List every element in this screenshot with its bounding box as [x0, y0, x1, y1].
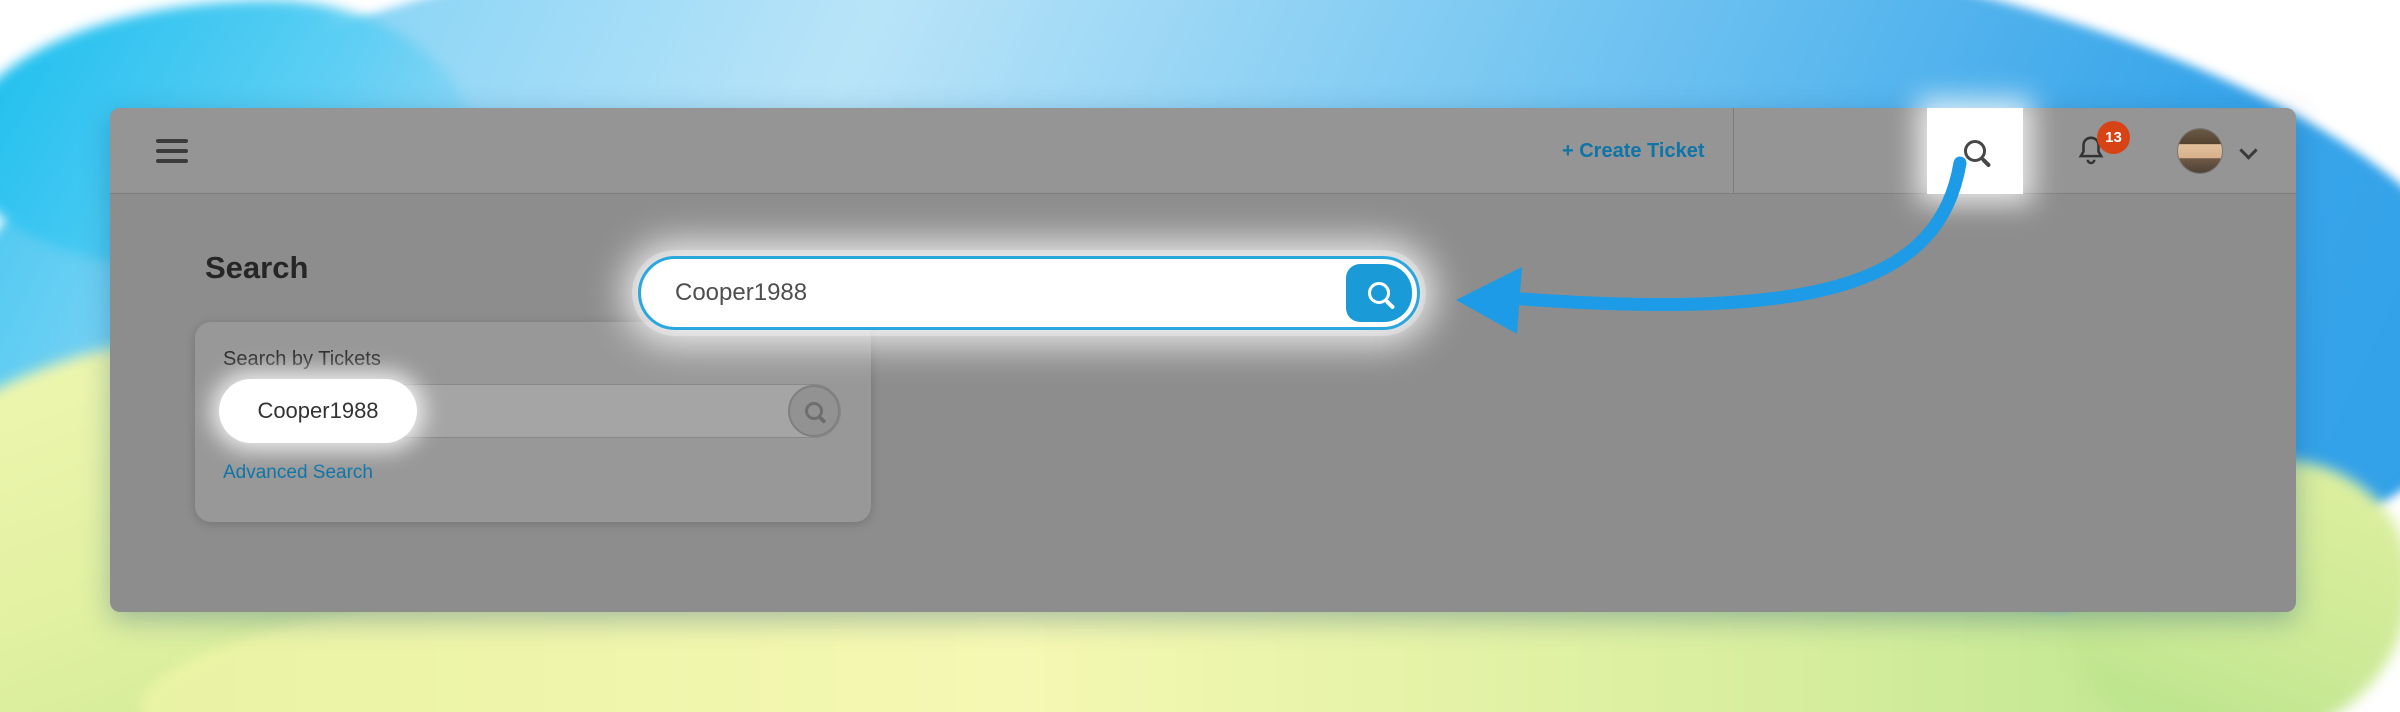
spotlight-search-bar: [638, 256, 1420, 330]
search-icon: [805, 402, 823, 420]
create-ticket-link[interactable]: + Create Ticket: [1562, 140, 1705, 162]
page-title: Search: [205, 250, 309, 285]
search-icon: [1368, 282, 1390, 304]
notification-badge: 13: [2097, 121, 2130, 154]
menu-button[interactable]: [156, 139, 188, 163]
spotlight-search-input[interactable]: [641, 259, 1417, 327]
chevron-down-icon[interactable]: [2239, 141, 2258, 160]
ticket-search-submit-button[interactable]: [788, 385, 840, 437]
notifications-button[interactable]: 13: [2060, 108, 2130, 194]
navbar-divider: [1733, 108, 1734, 194]
card-title: Search by Tickets: [223, 348, 381, 370]
app-window: + Create Ticket 13 Search: [110, 108, 2296, 612]
ticket-search-value-highlight: Cooper1988: [219, 379, 417, 443]
advanced-search-link[interactable]: Advanced Search: [223, 462, 373, 483]
user-avatar[interactable]: [2178, 129, 2222, 173]
search-by-tickets-card: Search by Tickets Cooper1988 Advanced Se…: [195, 322, 871, 522]
ticket-search-input[interactable]: Cooper1988: [219, 379, 841, 443]
top-navbar: + Create Ticket 13: [110, 108, 2296, 194]
navbar-search-button[interactable]: [1927, 108, 2023, 194]
search-icon: [1964, 140, 1986, 162]
spotlight-search-submit-button[interactable]: [1346, 264, 1412, 322]
